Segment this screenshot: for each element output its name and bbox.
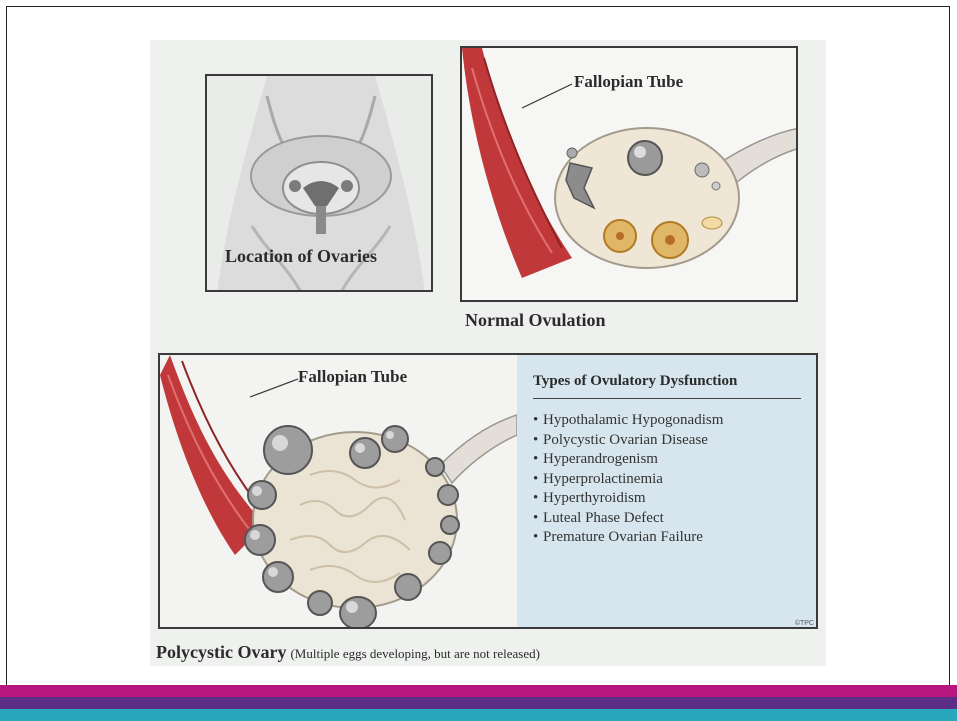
footer-bar-teal: [0, 709, 957, 721]
list-item: •Hyperandrogenism: [533, 450, 806, 470]
footer-bar-purple: [0, 697, 957, 709]
poly-fallopian-tube-label: Fallopian Tube: [298, 367, 407, 387]
copyright-mark: ©TPC: [795, 620, 814, 627]
list-item: •Luteal Phase Defect: [533, 509, 806, 529]
normal-fallopian-tube-label: Fallopian Tube: [574, 72, 683, 92]
list-item: •Polycystic Ovarian Disease: [533, 431, 806, 451]
normal-ovulation-panel: Fallopian Tube: [460, 46, 798, 302]
normal-ovulation-caption: Normal Ovulation: [465, 310, 606, 331]
polycystic-subtitle: (Multiple eggs developing, but are not r…: [290, 646, 539, 661]
ovulatory-dysfunction-box: Types of Ovulatory Dysfunction •Hypothal…: [517, 355, 818, 629]
location-panel: Location of Ovaries: [205, 74, 433, 292]
location-caption: Location of Ovaries: [225, 246, 377, 267]
polycystic-panel: Fallopian Tube Types of Ovulatory Dysfun…: [158, 353, 818, 629]
list-item: •Hyperprolactinemia: [533, 470, 806, 490]
footer-bar-magenta: [0, 685, 957, 697]
polycystic-title: Polycystic Ovary: [156, 642, 286, 662]
polycystic-ovary-drawing: [160, 355, 517, 629]
list-item: •Hyperthyroidism: [533, 489, 806, 509]
types-title: Types of Ovulatory Dysfunction: [533, 373, 806, 390]
types-divider: [533, 398, 801, 399]
list-item: •Premature Ovarian Failure: [533, 528, 806, 548]
polycystic-caption: Polycystic Ovary (Multiple eggs developi…: [156, 642, 540, 663]
list-item: •Hypothalamic Hypogonadism: [533, 411, 806, 431]
ovary-illustration: Location of Ovaries Fallopian Tube Norma…: [150, 40, 826, 666]
types-list: •Hypothalamic Hypogonadism •Polycystic O…: [533, 411, 806, 548]
